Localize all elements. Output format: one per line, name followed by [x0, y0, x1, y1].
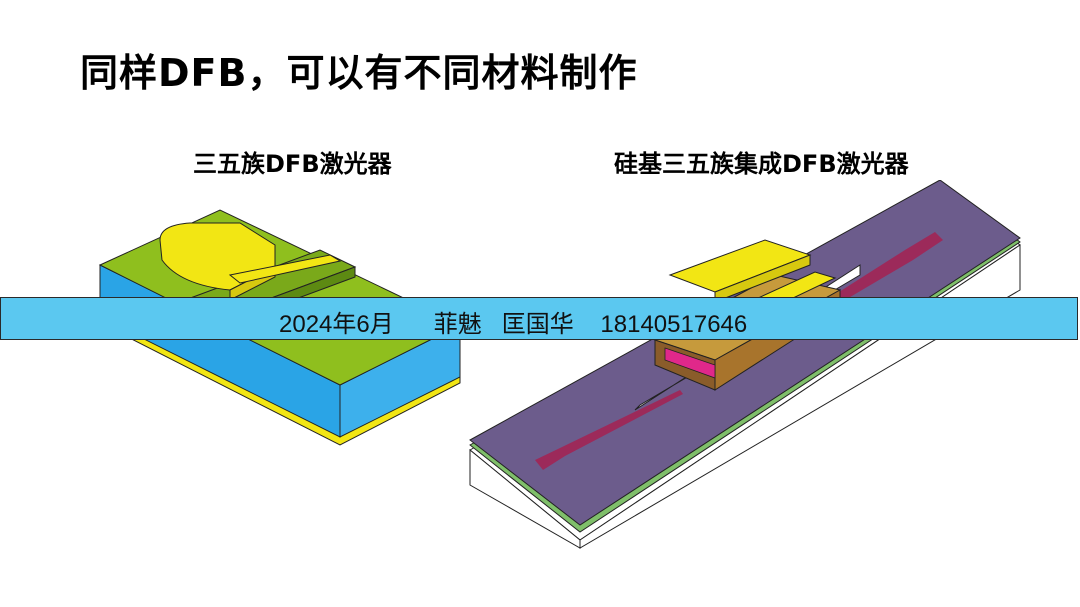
banner-text: 2024年6月 菲魅 匡国华 18140517646 [279, 311, 748, 338]
left-figure-caption: 三五族DFB激光器 [193, 150, 392, 178]
active-region [664, 347, 716, 379]
waveguide-left [535, 390, 683, 470]
si-iii-v-dfb-laser-illustration [469, 180, 1021, 549]
contact-bridge [228, 254, 342, 284]
watermark-banner: 2024年6月 菲魅 匡国华 18140517646 [0, 297, 1078, 340]
slide-title: 同样DFB，可以有不同材料制作 [80, 51, 638, 95]
right-figure-caption: 硅基三五族集成DFB激光器 [614, 150, 909, 178]
